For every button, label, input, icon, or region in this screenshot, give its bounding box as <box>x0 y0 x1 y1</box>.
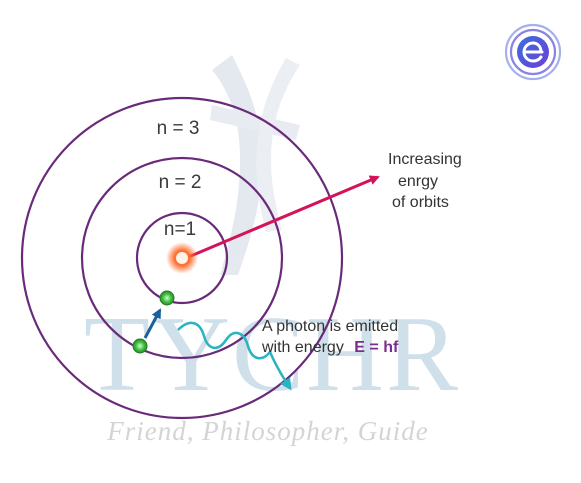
orbit-n3 <box>20 96 344 420</box>
nucleus-core <box>176 252 188 264</box>
photon-callout-prefix: with energy <box>261 339 344 356</box>
watermark-tagline: Friend, Philosopher, Guide <box>106 416 428 446</box>
electron-upper <box>159 290 175 306</box>
energy-arrow <box>185 175 380 260</box>
electron-jump-arrow <box>143 308 162 339</box>
photon-energy-equation: E = hf <box>354 339 399 356</box>
photon-callout-line2: with energy E = hf <box>261 339 399 356</box>
orbit-label-n1: n=1 <box>164 219 196 240</box>
orbit-rings <box>20 96 344 420</box>
photon-wave <box>177 321 292 391</box>
photon-callout-line1: A photon is emitted <box>262 318 398 335</box>
energy-callout-line1: Increasing <box>388 151 462 168</box>
orbit-label-n3: n = 3 <box>157 118 200 139</box>
e-logo-icon <box>504 23 562 81</box>
watermark-emblem <box>210 55 300 275</box>
orbit-n1 <box>135 211 229 305</box>
orbit-n2 <box>80 156 284 360</box>
energy-callout-line2: enrgy <box>398 173 438 190</box>
energy-callout-line3: of orbits <box>392 194 449 211</box>
orbit-label-n2: n = 2 <box>159 172 202 193</box>
electron-lower <box>132 338 148 354</box>
